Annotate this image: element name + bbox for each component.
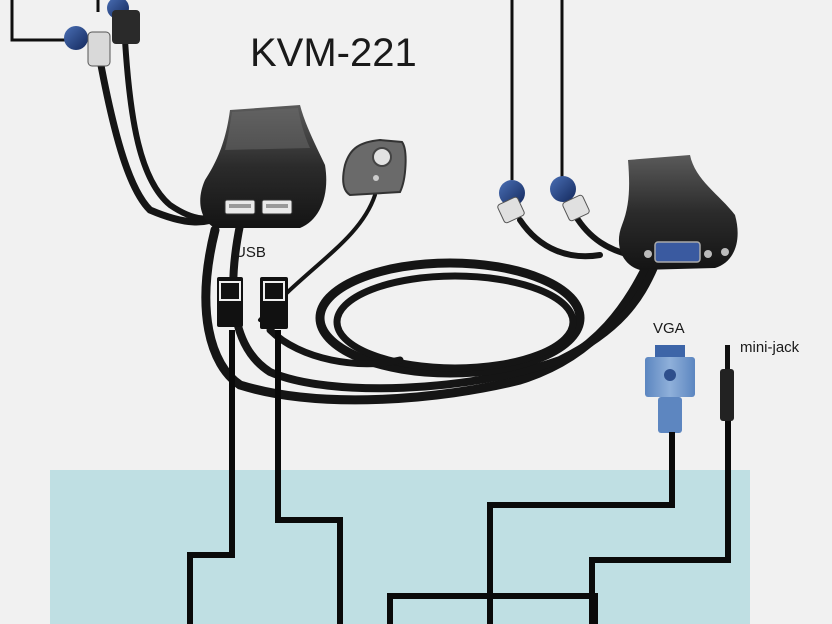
ps2-plugs	[497, 176, 590, 224]
vga-port	[654, 241, 701, 263]
kvm-secondary-unit	[618, 155, 738, 270]
ps2-plug-icon	[550, 176, 576, 202]
kvm-main-unit	[200, 105, 327, 228]
top-left-wires	[10, 0, 100, 42]
vga-label: VGA	[653, 320, 685, 337]
top-left-plugs	[64, 0, 140, 67]
vga-connector	[645, 345, 695, 433]
usb-plugs	[217, 277, 288, 329]
mini-jack-connector	[720, 345, 734, 421]
usb-plug-icon	[260, 277, 288, 329]
mini-jack-label: mini-jack	[740, 339, 800, 356]
ps2-leads	[510, 0, 564, 180]
bottom-panel	[50, 470, 750, 624]
usb-plug-icon	[217, 277, 243, 327]
switch-button	[372, 147, 392, 167]
diagram-title: KVM-221	[250, 31, 417, 75]
usb-label: USB	[235, 244, 266, 261]
remote-switch	[342, 138, 407, 197]
ps2-plug-icon	[64, 26, 88, 50]
connection-lines	[187, 330, 731, 624]
